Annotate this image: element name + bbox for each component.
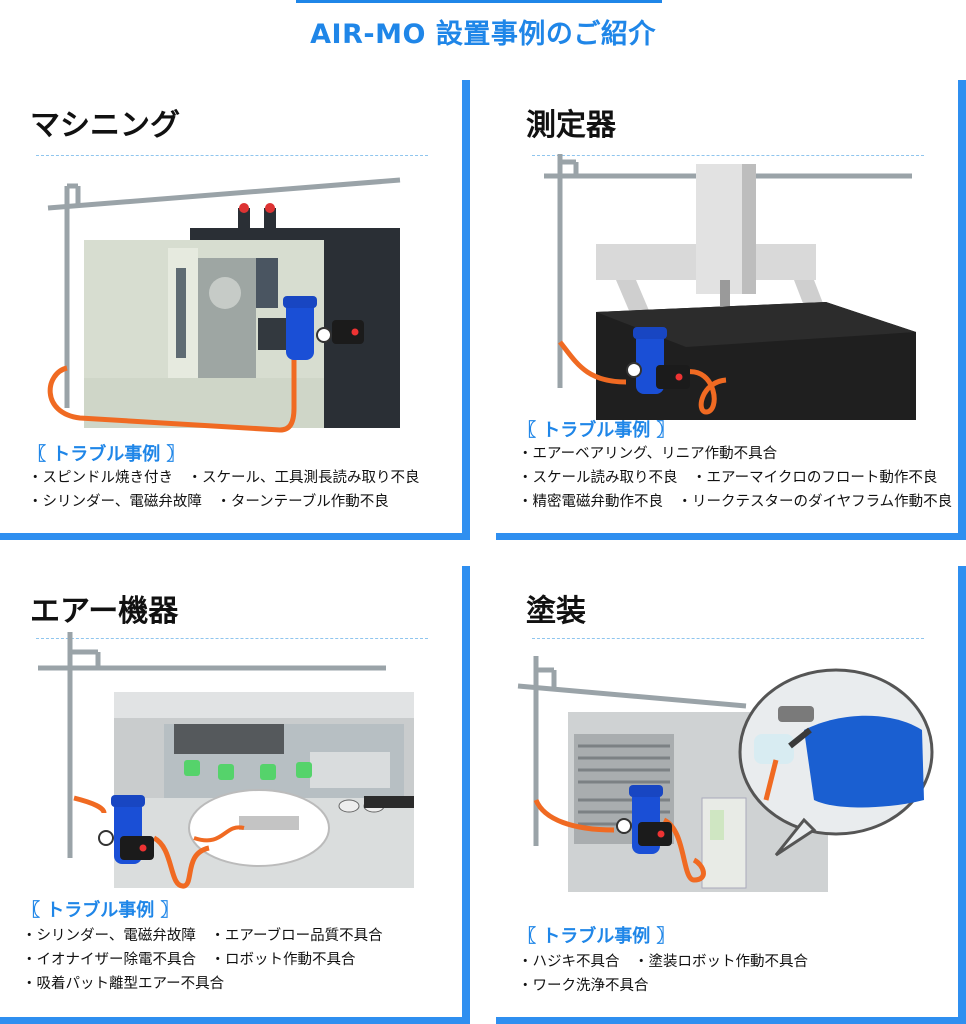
trouble-heading: 〖 トラブル事例 〗 [518, 926, 675, 947]
trouble-item: ・ワーク洗浄不具合 [518, 978, 649, 994]
trouble-item: ・エアーベアリング、リニア作動不具合 [518, 446, 778, 462]
trouble-item: ・シリンダー、電磁弁故障 ・エアーブロー品質不具合 [22, 928, 383, 944]
trouble-item: ・ハジキ不具合 ・塗装ロボット作動不具合 [518, 954, 808, 970]
divider [532, 155, 924, 156]
card-border-right [462, 566, 470, 1024]
card-border-bottom [496, 533, 966, 540]
air-equipment-illustration [38, 632, 414, 889]
card-title: 塗装 [526, 594, 586, 629]
divider [532, 638, 924, 639]
trouble-item: ・イオナイザー除電不具合 ・ロボット作動不具合 [22, 952, 356, 968]
card-title: マシニング [30, 108, 180, 143]
card-title: エアー機器 [30, 594, 179, 629]
painting-illustration [517, 656, 934, 892]
trouble-item: ・吸着パット離型エアー不具合 [22, 976, 225, 992]
trouble-item: ・シリンダー、電磁弁故障 ・ターンテーブル作動不良 [28, 494, 389, 510]
card-air-equipment: エアー機器 〖 トラブル事例 〗 ・シリンダー、電 [0, 566, 470, 1024]
card-border-bottom [496, 1017, 966, 1024]
trouble-item: ・精密電磁弁動作不良 ・リークテスターのダイヤフラム作動不良 [518, 494, 953, 510]
card-border-right [462, 80, 470, 540]
trouble-heading: 〖 トラブル事例 〗 [518, 420, 675, 441]
card-painting: 塗装 〖 トラブル事例 〗 [496, 566, 966, 1024]
trouble-list: ・ハジキ不具合 ・塗装ロボット作動不具合 ・ワーク洗浄不具合 [518, 950, 808, 998]
trouble-item: ・スピンドル焼き付き ・スケール、工具測長読み取り不良 [28, 470, 420, 486]
card-border-bottom [0, 1017, 470, 1024]
page-title: AIR-MO 設置事例のご紹介 [310, 19, 656, 50]
trouble-list: ・シリンダー、電磁弁故障 ・エアーブロー品質不具合 ・イオナイザー除電不具合 ・… [22, 924, 383, 996]
header-accent-line [296, 0, 662, 3]
trouble-list: ・スピンドル焼き付き ・スケール、工具測長読み取り不良 ・シリンダー、電磁弁故障… [28, 466, 420, 514]
trouble-heading: 〖 トラブル事例 〗 [22, 900, 179, 921]
trouble-heading: 〖 トラブル事例 〗 [28, 444, 185, 465]
trouble-list: ・エアーベアリング、リニア作動不具合 ・スケール読み取り不良 ・エアーマイクロの… [518, 442, 952, 514]
card-machining: マシニング 〖 トラブル事例 〗 ・スピンドル焼き付き ・スケール、工具測長読み [0, 80, 470, 540]
divider [36, 155, 428, 156]
card-border-bottom [0, 533, 470, 540]
divider [36, 638, 428, 639]
card-measuring: 測定器 〖 トラブル事例 〗 ・エアーベアリング、リニア作動不具合 ・スケール読… [496, 80, 966, 540]
machining-illustration [47, 177, 401, 433]
card-title: 測定器 [526, 108, 616, 143]
measuring-illustration [544, 154, 916, 420]
trouble-item: ・スケール読み取り不良 ・エアーマイクロのフロート動作不良 [518, 470, 938, 486]
card-border-right [958, 80, 966, 540]
card-border-right [958, 566, 966, 1024]
